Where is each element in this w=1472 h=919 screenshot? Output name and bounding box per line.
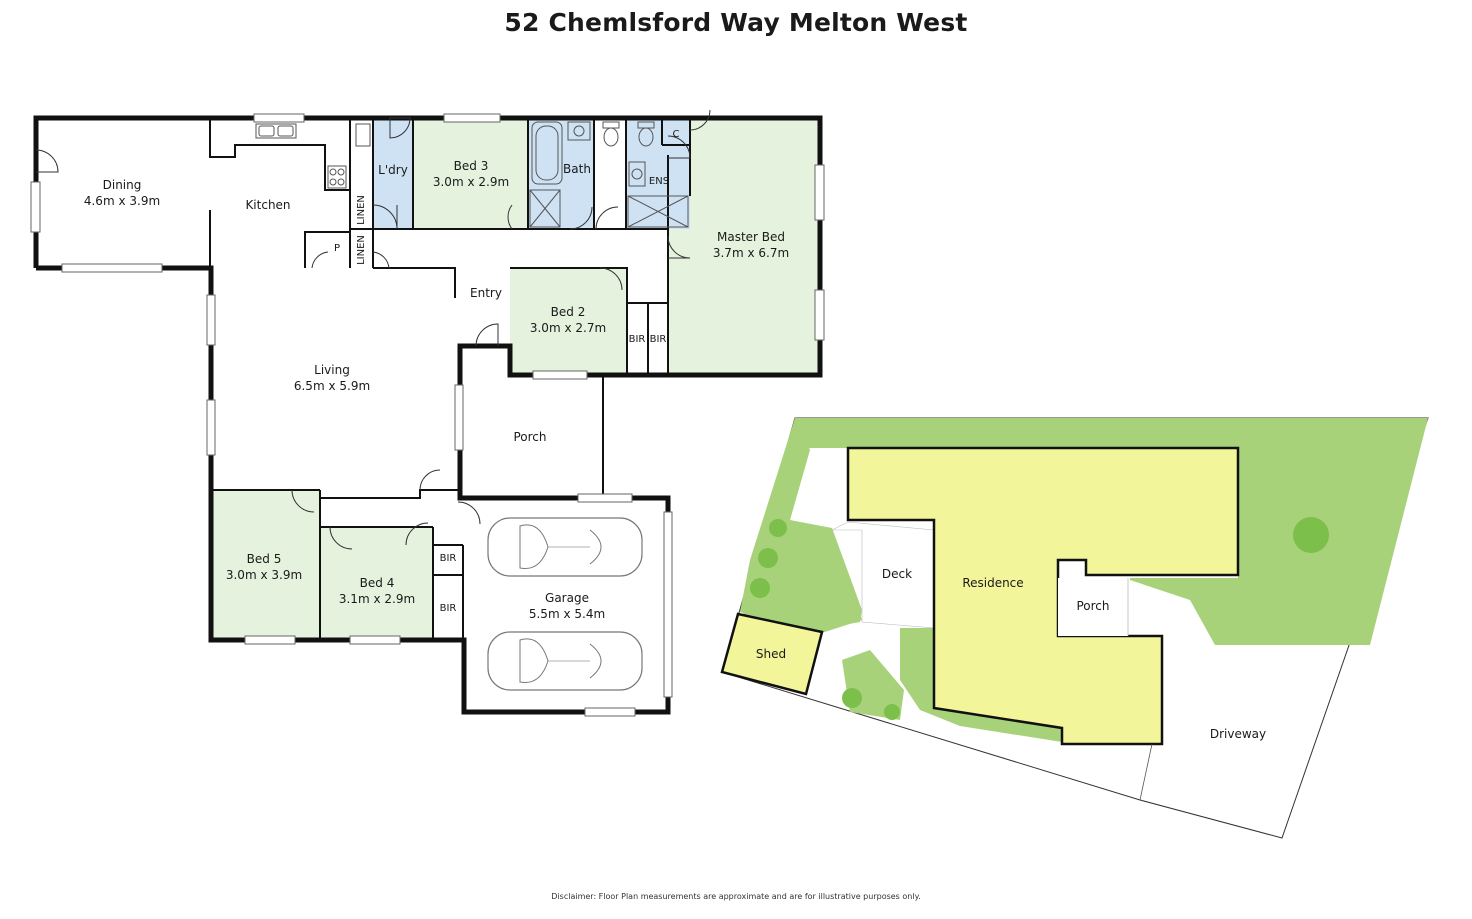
bed4-name: Bed 4 bbox=[360, 576, 395, 590]
site-deck-label: Deck bbox=[882, 567, 912, 581]
ens-name: ENS bbox=[649, 176, 669, 187]
site-porch bbox=[1058, 578, 1128, 636]
garage-name: Garage bbox=[545, 591, 589, 605]
master-fill bbox=[668, 119, 818, 373]
bir2-name: BIR bbox=[650, 334, 667, 345]
site-porch-label: Porch bbox=[1076, 599, 1109, 613]
bed3-fill bbox=[413, 119, 528, 229]
site-residence bbox=[846, 446, 1240, 746]
dining-name: Dining bbox=[103, 178, 142, 192]
bed5-size: 3.0m x 3.9m bbox=[226, 568, 302, 582]
fixtures bbox=[255, 121, 689, 228]
site-grass-front bbox=[900, 628, 1062, 742]
site-plan: Deck Residence Porch Shed Driveway bbox=[720, 417, 1429, 839]
site-residence-label: Residence bbox=[962, 576, 1023, 590]
car-icon-1 bbox=[487, 517, 643, 577]
site-shed-label: Shed bbox=[756, 647, 786, 661]
tree-icon bbox=[769, 519, 787, 537]
laundry-name: L'dry bbox=[378, 163, 408, 177]
ens-fill bbox=[626, 119, 690, 229]
bed4-size: 3.1m x 2.9m bbox=[339, 592, 415, 606]
tree-icon bbox=[1293, 517, 1329, 553]
pantry-name: P bbox=[334, 243, 340, 254]
dining-size: 4.6m x 3.9m bbox=[84, 194, 160, 208]
room-labels: Dining 4.6m x 3.9m Kitchen L'dry LINEN L… bbox=[84, 129, 789, 621]
bed5-name: Bed 5 bbox=[247, 552, 282, 566]
bed2-name: Bed 2 bbox=[551, 305, 586, 319]
site-grass-strip bbox=[740, 418, 862, 632]
doors bbox=[35, 109, 711, 550]
site-driveway-label: Driveway bbox=[1210, 727, 1266, 741]
master-name: Master Bed bbox=[717, 230, 785, 244]
cupboard-name: C bbox=[673, 129, 680, 140]
bed3-name: Bed 3 bbox=[454, 159, 489, 173]
bir3-name: BIR bbox=[440, 553, 457, 564]
bed2-size: 3.0m x 2.7m bbox=[530, 321, 606, 335]
tree-icon bbox=[758, 548, 778, 568]
tree-icon bbox=[750, 578, 770, 598]
tree-icon bbox=[884, 704, 900, 720]
internal-walls bbox=[209, 118, 691, 640]
bed4-fill bbox=[321, 527, 433, 642]
linen2-name: LINEN bbox=[356, 235, 367, 265]
bed2-fill bbox=[510, 268, 627, 373]
entry-name: Entry bbox=[470, 286, 502, 300]
bath-fill bbox=[528, 119, 594, 229]
kitchen-name: Kitchen bbox=[245, 198, 290, 212]
bath-name: Bath bbox=[563, 162, 591, 176]
master-size: 3.7m x 6.7m bbox=[713, 246, 789, 260]
living-name: Living bbox=[314, 363, 350, 377]
disclaimer: Disclaimer: Floor Plan measurements are … bbox=[551, 892, 921, 901]
bed5-fill bbox=[211, 490, 321, 642]
garage-size: 5.5m x 5.4m bbox=[529, 607, 605, 621]
room-fills bbox=[211, 119, 818, 642]
tree-icon bbox=[842, 688, 862, 708]
site-grass-right bbox=[1130, 418, 1428, 645]
bed3-size: 3.0m x 2.9m bbox=[433, 175, 509, 189]
linen1-name: LINEN bbox=[356, 195, 367, 225]
page-title: 52 Chemlsford Way Melton West bbox=[504, 8, 968, 37]
bir1-name: BIR bbox=[629, 334, 646, 345]
car-icon-2 bbox=[487, 631, 643, 691]
site-shed bbox=[720, 612, 824, 696]
windows bbox=[30, 113, 825, 717]
porch-name: Porch bbox=[513, 430, 546, 444]
living-size: 6.5m x 5.9m bbox=[294, 379, 370, 393]
bir4-name: BIR bbox=[440, 603, 457, 614]
